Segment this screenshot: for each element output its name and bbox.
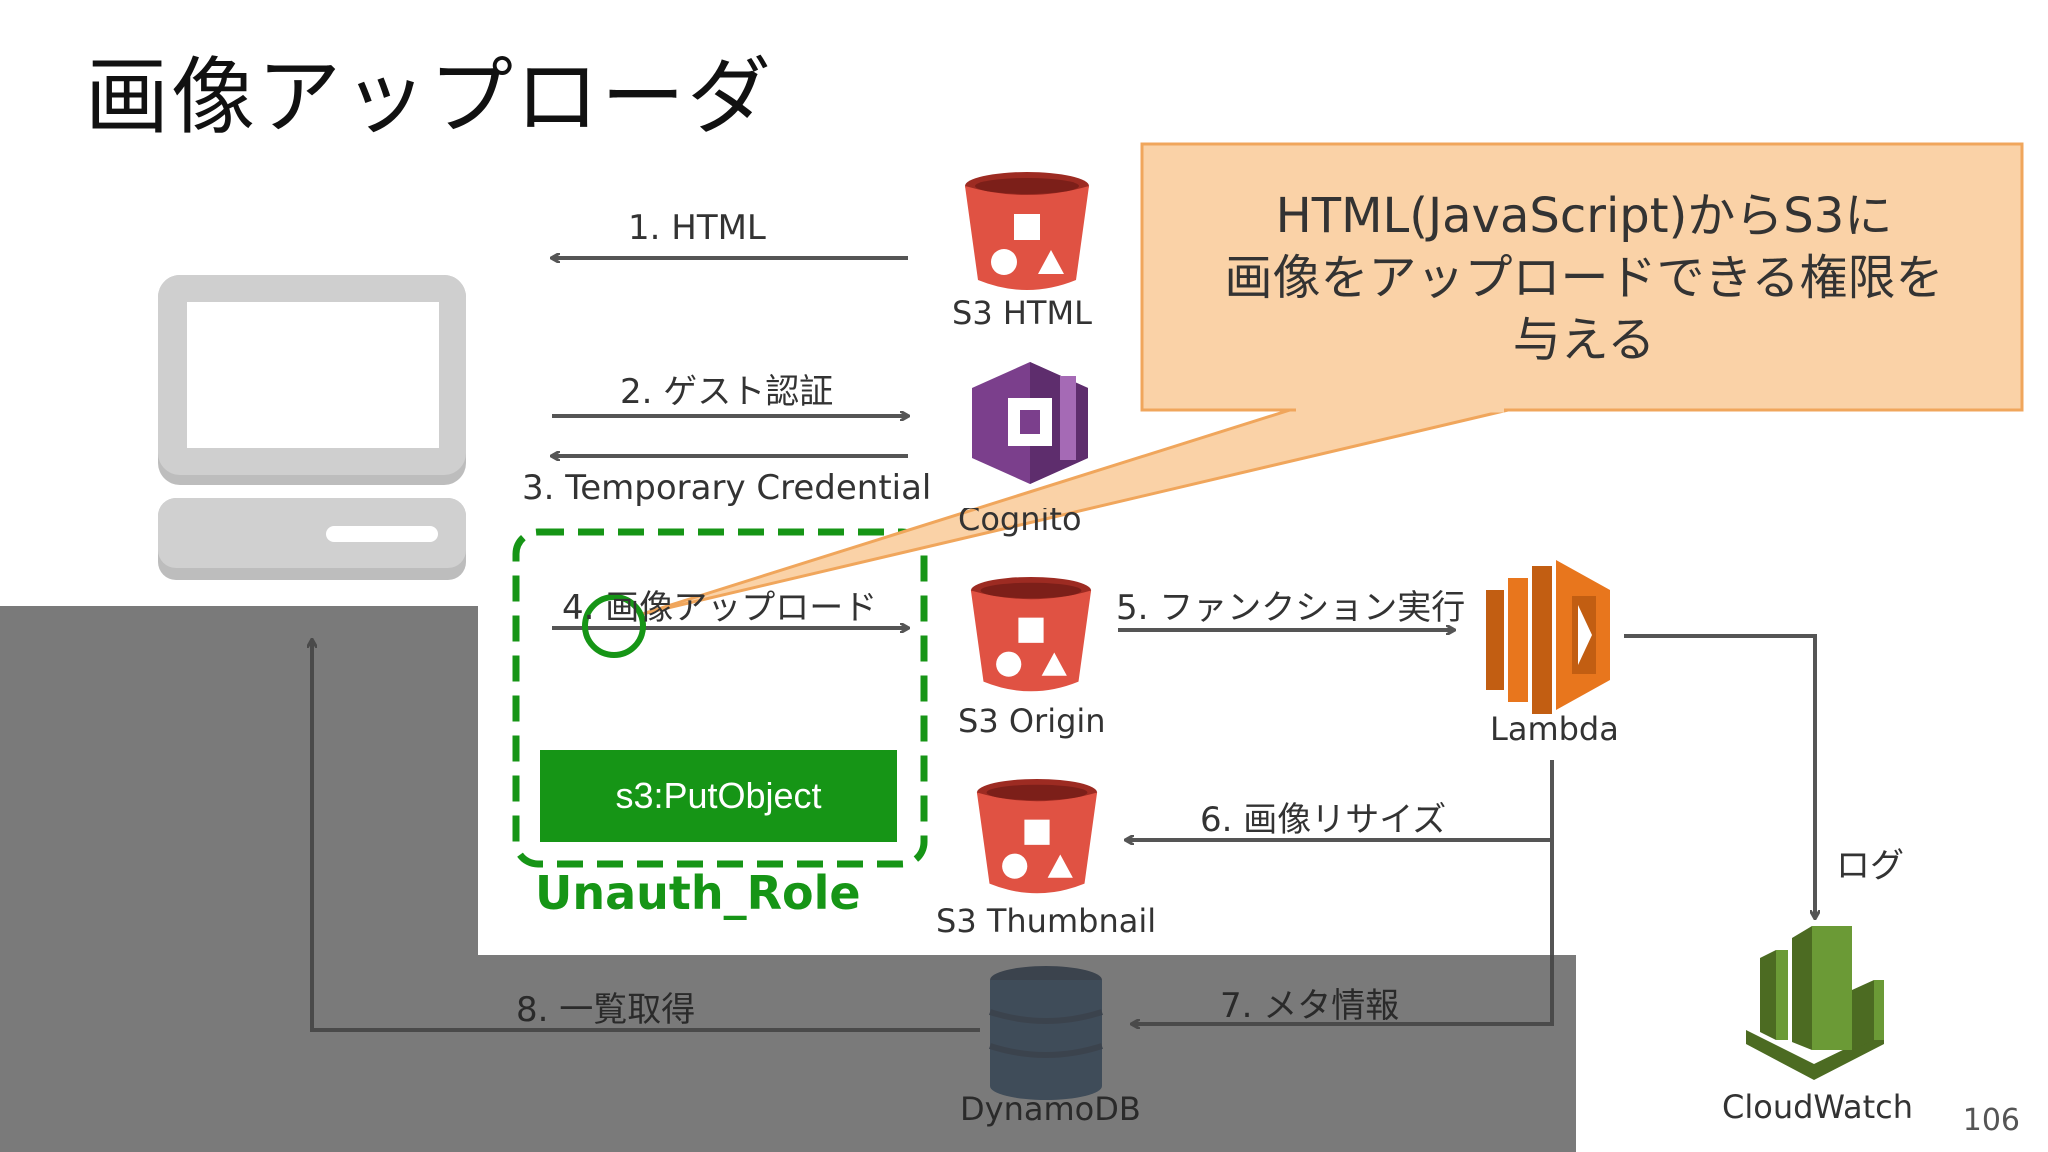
log-label: ログ — [1836, 846, 1904, 886]
step-6-label: 6. 画像リサイズ — [1200, 800, 1447, 840]
cloudwatch-label: CloudWatch — [1722, 1088, 1914, 1126]
cognito-label: Cognito — [958, 500, 1082, 538]
step-4-label: 4. 画像アップロード — [562, 588, 878, 628]
s3-html-label: S3 HTML — [952, 294, 1092, 332]
page-title: 画像アップローダ — [85, 48, 774, 146]
s3-thumbnail-label: S3 Thumbnail — [936, 902, 1157, 940]
step-2-label: 2. ゲスト認証 — [620, 372, 834, 412]
put-object-permission: s3:PutObject — [540, 750, 897, 842]
step-7-label: 7. メタ情報 — [1220, 986, 1400, 1026]
arrow-log — [1624, 634, 1815, 918]
step-8-label: 8. 一覧取得 — [516, 990, 696, 1030]
dim-overlay-bottom — [478, 955, 1576, 1152]
highlight-circle — [582, 594, 646, 658]
unauth-role-box — [512, 528, 928, 868]
step-1-label: 1. HTML — [628, 208, 766, 248]
dynamodb-label: DynamoDB — [960, 1090, 1141, 1128]
page-number: 106 — [1962, 1103, 2020, 1138]
callout-line-3: 与える — [1512, 312, 1656, 368]
lambda-label: Lambda — [1490, 710, 1619, 748]
dim-overlay-left — [0, 606, 478, 1152]
unauth-role-label: Unauth_Role — [535, 866, 861, 920]
cognito-icon — [972, 362, 1088, 484]
s3-origin-bucket-icon — [970, 576, 1092, 692]
s3-origin-label: S3 Origin — [958, 702, 1106, 740]
s3-html-bucket-icon — [965, 172, 1089, 290]
callout-line-1: HTML(JavaScript)からS3に — [1275, 188, 1893, 244]
callout-text: HTML(JavaScript)からS3に 画像をアップロードできる権限を 与え… — [1145, 185, 2023, 371]
s3-thumbnail-bucket-icon — [976, 778, 1098, 894]
step-5-label: 5. ファンクション実行 — [1116, 588, 1466, 628]
step-3-label: 3. Temporary Credential — [522, 468, 932, 508]
cloudwatch-icon — [1746, 926, 1884, 1080]
lambda-icon — [1486, 560, 1610, 714]
client-computer-icon — [158, 275, 466, 580]
callout-box — [1140, 142, 2024, 412]
callout-line-2: 画像をアップロードできる権限を — [1224, 250, 1944, 306]
